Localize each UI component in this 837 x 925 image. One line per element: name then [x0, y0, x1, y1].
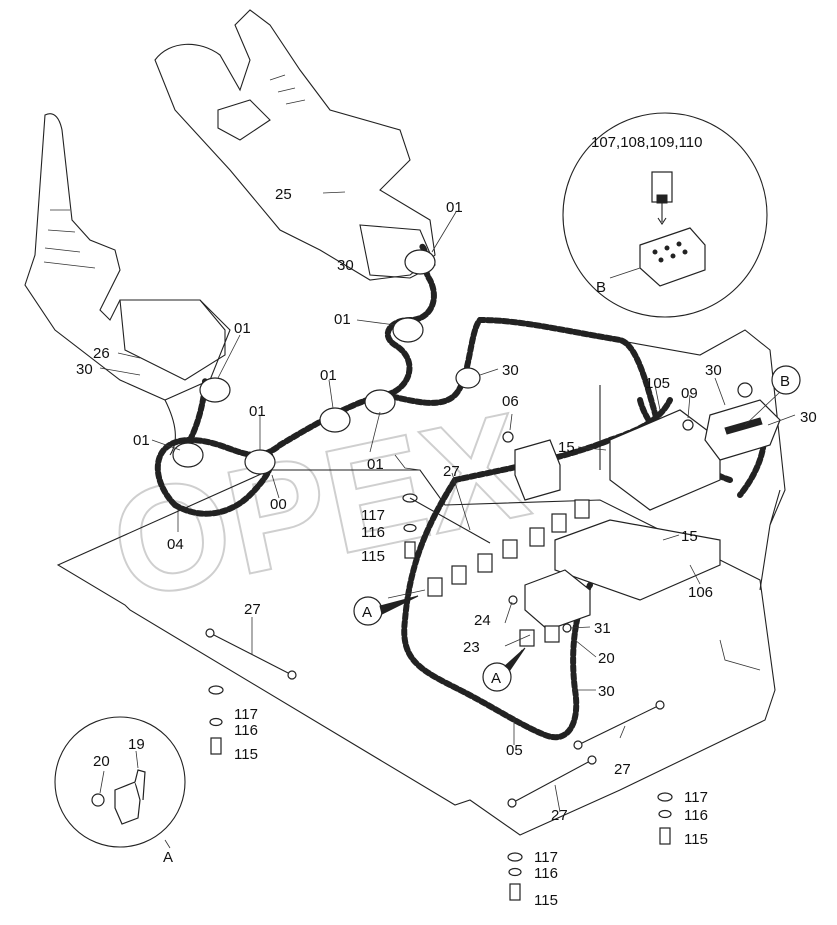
callout-01-b: 01 — [249, 403, 266, 420]
callout-116-b: 116 — [234, 722, 258, 739]
detail-b-inset-label: B — [596, 279, 606, 296]
callout-26: 26 — [93, 345, 110, 362]
callout-01-a: 01 — [320, 367, 337, 384]
fastener-stacks — [208, 419, 694, 901]
callout-107-110: 107,108,109,110 — [591, 134, 703, 151]
detail-a-inset-label: A — [163, 849, 173, 866]
callout-30-d: 30 — [705, 362, 722, 379]
callout-04: 04 — [167, 536, 184, 553]
callout-30-a: 30 — [337, 257, 354, 274]
right-console — [559, 329, 786, 591]
callout-106: 106 — [688, 584, 713, 601]
callout-117-a: 117 — [361, 507, 385, 524]
detail-a-marker-2: A — [491, 670, 501, 687]
callout-19: 19 — [128, 736, 145, 753]
callout-30-b: 30 — [76, 361, 93, 378]
callout-117-c: 117 — [684, 789, 708, 806]
callout-30-f: 30 — [598, 683, 615, 700]
callout-01-d: 01 — [367, 456, 384, 473]
callout-27-d: 27 — [551, 807, 568, 824]
detail-b-marker: B — [780, 373, 790, 390]
callout-25: 25 — [275, 186, 292, 203]
left-control-console — [24, 113, 231, 456]
detail-a-inset: 20 19 A — [54, 716, 186, 866]
callout-01-mid: 01 — [334, 311, 351, 328]
relay-connectors — [427, 499, 590, 647]
harness-clamps — [172, 249, 481, 475]
callout-115-a: 115 — [361, 548, 385, 565]
watermark: OPEX — [98, 380, 541, 631]
floor-plate — [56, 469, 776, 836]
callout-01-left: 01 — [234, 320, 251, 337]
callout-09: 09 — [681, 385, 698, 402]
callout-27-b: 27 — [244, 601, 261, 618]
detail-a-marker-1: A — [362, 604, 372, 621]
callout-30-c: 30 — [502, 362, 519, 379]
controller-units — [514, 409, 721, 631]
callout-01-top: 01 — [446, 199, 463, 216]
callout-117-b: 117 — [234, 706, 258, 723]
callout-15-b: 15 — [681, 528, 698, 545]
callout-01-c: 01 — [133, 432, 150, 449]
callout-116-d: 116 — [534, 865, 558, 882]
callout-105: 105 — [645, 375, 670, 392]
callout-20-inset: 20 — [93, 753, 110, 770]
callout-115-c: 115 — [684, 831, 708, 848]
callout-30-e: 30 — [800, 409, 817, 426]
callout-116-c: 116 — [684, 807, 708, 824]
detail-b-inset: 107,108,109,110 B — [562, 112, 768, 318]
callout-27-a: 27 — [443, 463, 460, 480]
callout-00: 00 — [270, 496, 287, 513]
callout-115-d: 115 — [534, 892, 558, 909]
callout-116-a: 116 — [361, 524, 385, 541]
right-control-console — [154, 9, 436, 281]
fuse-box — [704, 382, 781, 461]
callout-31: 31 — [594, 620, 611, 637]
callout-27-c: 27 — [614, 761, 631, 778]
callout-15-a: 15 — [558, 439, 575, 456]
callout-117-d: 117 — [534, 849, 558, 866]
callout-23: 23 — [463, 639, 480, 656]
callout-24: 24 — [474, 612, 491, 629]
callout-06: 06 — [502, 393, 519, 410]
callout-05: 05 — [506, 742, 523, 759]
detail-markers: A A B — [353, 365, 801, 692]
ground-straps — [205, 497, 665, 808]
callout-115-b: 115 — [234, 746, 258, 763]
callout-20-a: 20 — [598, 650, 615, 667]
callout-labels: 25 01 30 01 01 26 30 01 01 01 01 30 06 0… — [76, 186, 817, 909]
